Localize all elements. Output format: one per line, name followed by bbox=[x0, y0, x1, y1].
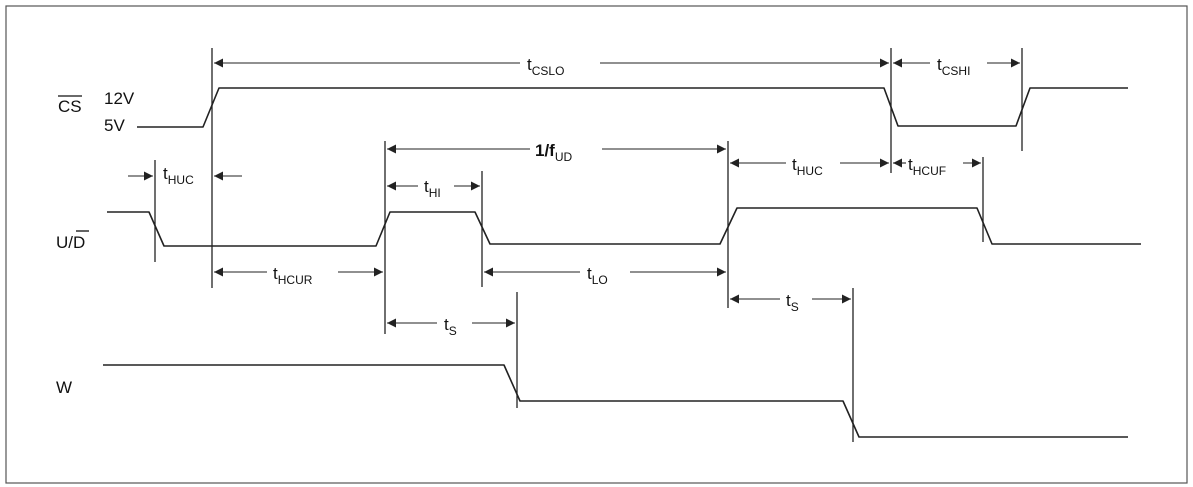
ud-label-prefix: U/ bbox=[56, 233, 73, 252]
cs-waveform bbox=[137, 87, 1128, 128]
ud-label-bar: D bbox=[73, 233, 85, 252]
thcur-dimension: tHCUR bbox=[214, 264, 383, 287]
thuc-right-dimension: tHUC bbox=[730, 155, 889, 178]
w-waveform bbox=[103, 364, 1128, 438]
tcslo-label: tCSLO bbox=[527, 55, 564, 78]
tcshi-label: tCSHI bbox=[937, 55, 970, 78]
period-label: 1/fUD bbox=[535, 141, 573, 164]
ts-right-label: tS bbox=[786, 291, 799, 314]
diagram-border bbox=[5, 5, 1188, 484]
ts-left-dimension: tS bbox=[387, 315, 515, 338]
cs-high-level-label: 12V bbox=[104, 89, 135, 108]
thcur-label: tHCUR bbox=[273, 264, 313, 287]
thi-dimension: tHI bbox=[387, 177, 480, 200]
cs-label: CS bbox=[58, 97, 82, 116]
ud-signal-label: U/D bbox=[56, 230, 89, 252]
period-dimension: 1/fUD bbox=[387, 141, 726, 164]
thcuf-label: tHCUF bbox=[908, 155, 946, 178]
thcuf-dimension: tHCUF bbox=[893, 155, 981, 178]
thi-label: tHI bbox=[424, 177, 441, 200]
svg-text:U/D: U/D bbox=[56, 233, 85, 252]
tlo-label: tLO bbox=[587, 264, 608, 287]
cs-signal-label: CS bbox=[58, 95, 82, 116]
tlo-dimension: tLO bbox=[484, 264, 726, 287]
w-label: W bbox=[56, 378, 72, 397]
ts-left-label: tS bbox=[444, 315, 457, 338]
thuc-right-label: tHUC bbox=[792, 155, 823, 178]
reference-lines bbox=[154, 48, 1023, 442]
thuc-left-dimension: tHUC bbox=[128, 164, 242, 187]
tcshi-dimension: tCSHI bbox=[893, 55, 1020, 78]
ud-waveform bbox=[107, 207, 1141, 247]
tcslo-dimension: tCSLO bbox=[214, 55, 889, 78]
thuc-left-label: tHUC bbox=[163, 164, 194, 187]
cs-low-level-label: 5V bbox=[104, 116, 125, 135]
ts-right-dimension: tS bbox=[730, 291, 851, 314]
